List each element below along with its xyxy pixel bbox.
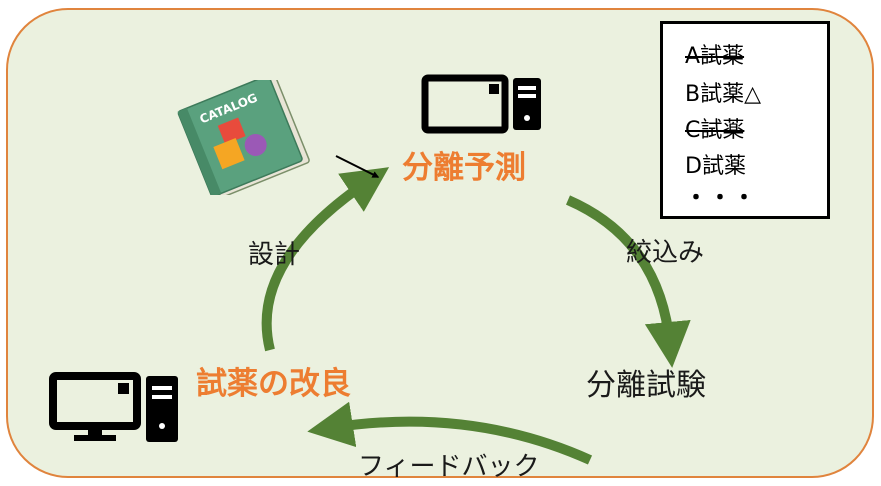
edge-label-narrow: 絞込み: [626, 238, 705, 268]
node-separation-prediction: 分離予測: [402, 150, 526, 186]
edge-label-design: 設計: [248, 240, 301, 270]
computer-icon: [49, 372, 178, 442]
arrow-design: [261, 167, 390, 352]
catalog-book-icon: CATALOG: [177, 80, 310, 195]
reagent-item-c: C試薬: [685, 118, 745, 143]
arrow-narrow: [566, 195, 691, 368]
arrow-feedback: [307, 401, 593, 465]
computer-icon: [421, 74, 541, 134]
node-reagent-improvement: 試薬の改良: [196, 366, 351, 402]
reagent-item-d: D試薬: [685, 154, 746, 179]
edge-label-feedback: フィードバック: [358, 452, 540, 482]
reagent-list-box: A試薬 B試薬△ C試薬 D試薬 ・・・: [660, 21, 830, 219]
reagent-item-a: A試薬: [685, 44, 745, 69]
node-separation-test: 分離試験: [586, 368, 706, 403]
reagent-item-ellipsis: ・・・: [685, 186, 758, 211]
small-arrow-icon: [335, 155, 380, 178]
reagent-item-b: B試薬△: [685, 82, 762, 107]
